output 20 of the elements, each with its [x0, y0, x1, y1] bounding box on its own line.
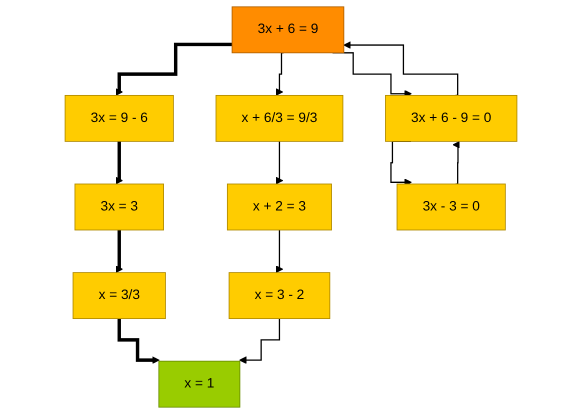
node-box: x = 3 - 2: [228, 272, 330, 320]
node-box: x + 2 = 3: [226, 184, 332, 230]
node-box: 3x - 3 = 0: [396, 184, 506, 230]
node-box: x = 3/3: [72, 272, 166, 320]
arrow: [276, 52, 284, 96]
arrow: [116, 42, 232, 96]
node-box: 3x + 6 - 9 = 0: [385, 94, 518, 142]
arrow: [239, 318, 280, 364]
node-box: 3x = 3: [74, 184, 164, 230]
node-box: 3x + 6 = 9: [232, 6, 344, 54]
arrow: [452, 141, 460, 185]
node-box: x = 1: [158, 360, 240, 408]
arrow: [276, 140, 284, 184]
arrow: [276, 229, 284, 273]
node-box: 3x = 9 - 6: [64, 94, 174, 142]
arrow: [343, 41, 458, 96]
arrow: [116, 228, 123, 273]
arrow: [116, 140, 123, 184]
arrow: [118, 316, 160, 364]
node-box: x + 6/3 = 9/3: [216, 94, 344, 142]
